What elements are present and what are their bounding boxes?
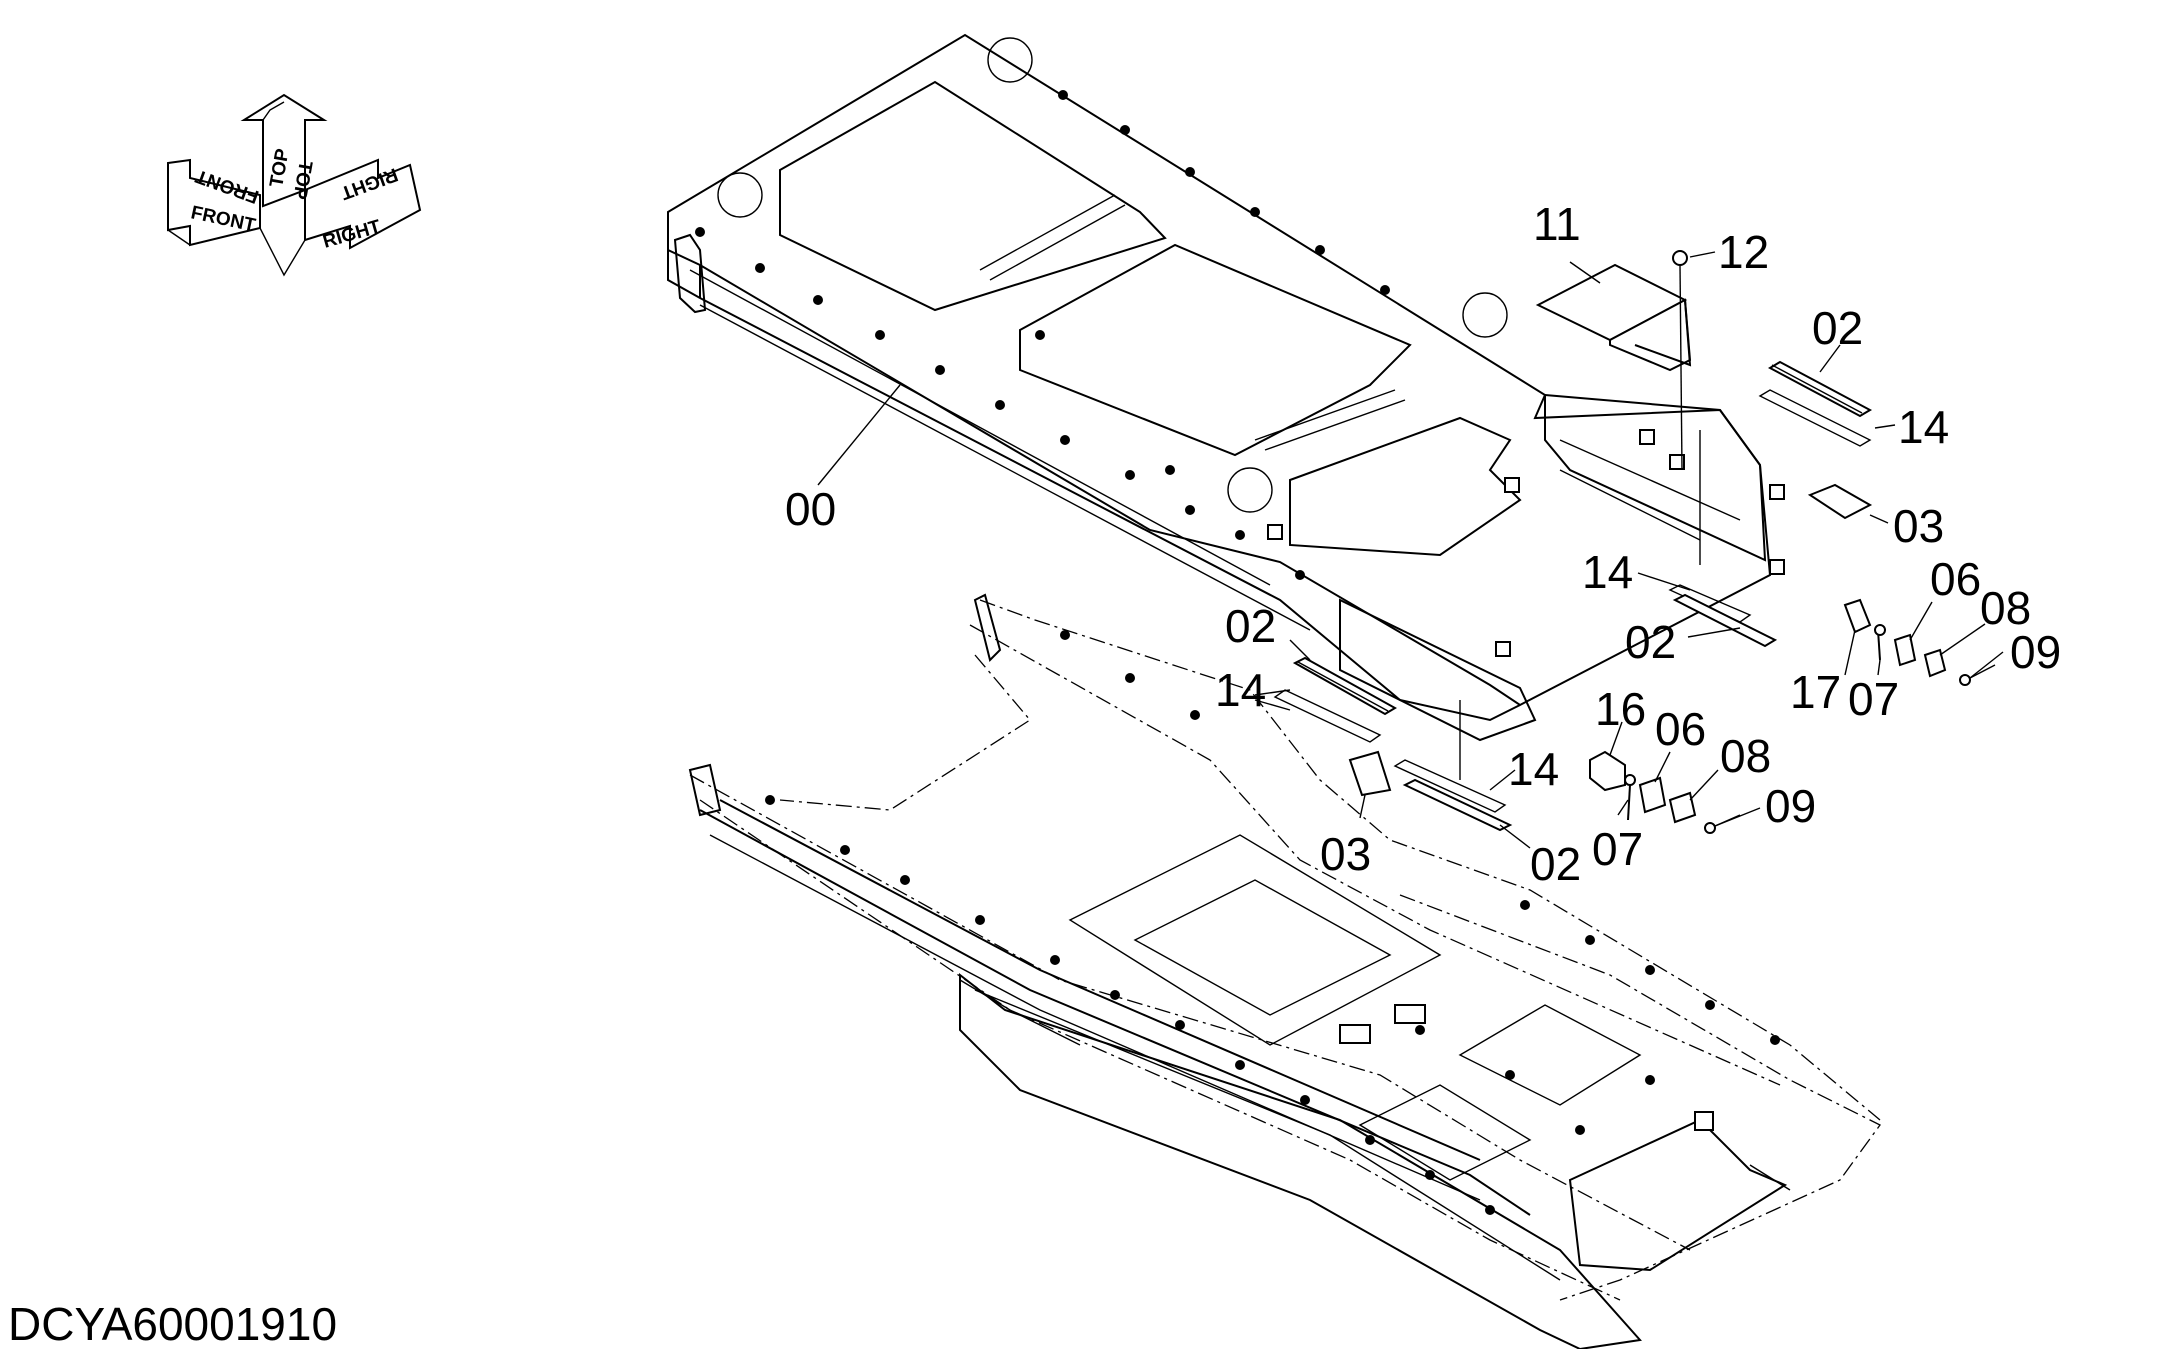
callout-07: 07 xyxy=(1592,823,1643,875)
callout-16: 16 xyxy=(1595,683,1646,735)
callout-03: 03 xyxy=(1893,500,1944,552)
callout-06: 06 xyxy=(1655,703,1706,755)
callout-09: 09 xyxy=(1765,780,1816,832)
lower-mount-parts xyxy=(1273,656,1741,834)
bolt-icon xyxy=(1672,250,1688,266)
callout-07: 07 xyxy=(1848,673,1899,725)
lower-frame-phantom xyxy=(688,593,1881,1349)
callout-11: 11 xyxy=(1533,198,1581,250)
callout-14: 14 xyxy=(1215,664,1266,716)
callout-02: 02 xyxy=(1530,838,1581,890)
callout-08: 08 xyxy=(1720,730,1771,782)
orientation-indicator: TOP TOP FRONT FRONT RIGHT RIGHT xyxy=(167,93,422,277)
callout-17: 17 xyxy=(1790,666,1841,718)
callout-14: 14 xyxy=(1898,401,1949,453)
callout-labels: 00 11 12 02 14 03 14 02 06 08 09 17 07 0… xyxy=(785,198,2061,890)
upper-mount-parts xyxy=(1668,360,1996,686)
callout-02: 02 xyxy=(1225,600,1276,652)
callout-14: 14 xyxy=(1508,743,1559,795)
callout-06: 06 xyxy=(1930,553,1981,605)
right-arrow-icon xyxy=(304,158,422,250)
bracket-part-11 xyxy=(1535,250,1692,471)
top-arrow-icon xyxy=(240,93,328,208)
callout-09: 09 xyxy=(2010,626,2061,678)
document-id: DCYA60001910 xyxy=(8,1298,337,1349)
callout-02: 02 xyxy=(1812,302,1863,354)
callout-14: 14 xyxy=(1582,546,1633,598)
leader-lines xyxy=(817,251,2004,849)
callout-00: 00 xyxy=(785,483,836,535)
callout-08: 08 xyxy=(1980,582,2031,634)
upper-frame xyxy=(667,33,1785,742)
callout-02: 02 xyxy=(1625,616,1676,668)
callout-12: 12 xyxy=(1718,226,1769,278)
callout-03: 03 xyxy=(1320,828,1371,880)
